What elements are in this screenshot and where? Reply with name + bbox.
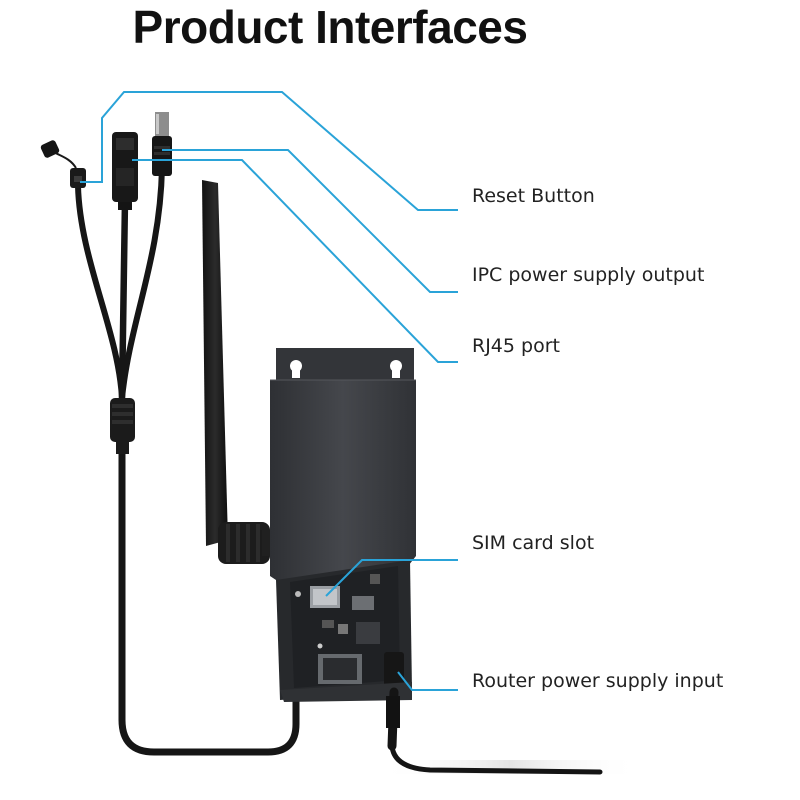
leader-line-sim bbox=[325, 559, 458, 597]
label-sim-card-slot: SIM card slot bbox=[472, 532, 595, 554]
power-branch-cable bbox=[119, 165, 165, 401]
page-title: Product Interfaces bbox=[132, 1, 528, 53]
power-input-jack bbox=[384, 652, 404, 692]
power-input-cable bbox=[386, 687, 603, 775]
cable-harness bbox=[75, 165, 300, 756]
router-body bbox=[270, 348, 416, 702]
leader-line-ipc-power bbox=[162, 149, 458, 293]
rj45-branch-cable bbox=[118, 196, 129, 402]
antenna bbox=[202, 180, 276, 564]
rj45-connector bbox=[112, 132, 138, 210]
reset-branch-cable bbox=[75, 183, 125, 401]
leader-lines bbox=[80, 91, 458, 691]
leader-line-reset bbox=[80, 91, 458, 211]
reset-button-connector bbox=[40, 140, 86, 188]
label-router-power-supply-input: Router power supply input bbox=[472, 670, 724, 692]
leader-line-power-input bbox=[397, 671, 458, 691]
dc-power-plug bbox=[152, 112, 172, 176]
main-cable bbox=[118, 436, 300, 756]
label-rj45-port: RJ45 port bbox=[472, 335, 560, 357]
label-reset-button: Reset Button bbox=[472, 185, 595, 207]
leader-line-rj45 bbox=[132, 159, 458, 363]
label-ipc-power-supply-output: IPC power supply output bbox=[472, 264, 705, 286]
cable-junction bbox=[110, 398, 135, 454]
